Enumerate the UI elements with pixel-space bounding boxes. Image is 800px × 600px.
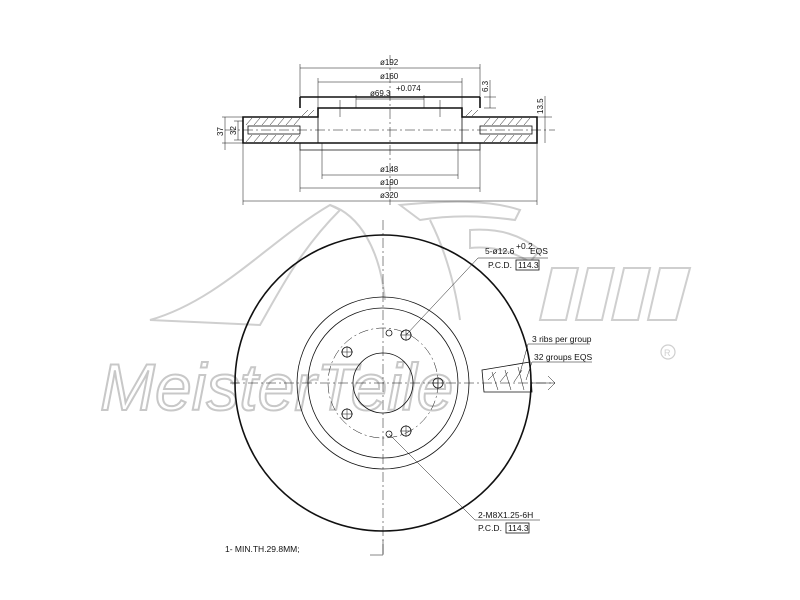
pcd-value-box [515,259,540,271]
vent-channel-right [479,125,533,135]
dim-6-3: 6.3 [481,80,496,109]
dim-69-3: ø69.3 +0.074 [355,84,425,108]
bolt-hole [341,408,353,420]
leader-bolt-holes [405,257,548,336]
hat-walls [299,117,481,151]
svg-text:ø148: ø148 [380,165,399,174]
callout-ribs: 3 ribs per group [532,334,592,344]
callout-thread: 2-M8X1.25-6H P.C.D. 114.3 [478,510,533,534]
registered-mark: R [664,348,671,358]
min-thickness-note: 1- MIN.TH.29.8MM; [225,544,300,554]
svg-text:114.3: 114.3 [518,260,539,270]
svg-text:+0.074: +0.074 [396,84,421,93]
bolt-hole [341,346,353,358]
svg-text:32: 32 [229,126,238,135]
threaded-hole [385,329,393,337]
dim-320: ø320 [242,143,538,205]
svg-text:ø69.3: ø69.3 [370,89,391,98]
registered-mark-circle [660,344,676,360]
leader-ribs [519,343,590,374]
section-hatching [245,109,531,143]
vent-channel-left [247,125,301,135]
rib-arrow [530,375,556,391]
watermark: MeisterTeile R [99,200,692,425]
hat-outline [299,96,481,108]
hat-outer-edge [307,307,459,459]
svg-text:ø320: ø320 [380,191,399,200]
dim-160: ø160 [317,72,463,108]
dim-148: ø148 [321,143,459,179]
dim-37: 37 [216,116,243,150]
threaded-holes [385,329,393,438]
svg-text:ø160: ø160 [380,72,399,81]
dim-192: ø192 [299,58,481,97]
braking-ring-inner-edge [296,296,470,470]
callout-groups: 32 groups EQS [534,352,592,362]
front-view: 5-ø12.6 +0.2 EQS P.C.D. 114.3 3 ribs per… [225,220,592,556]
svg-text:ø190: ø190 [380,178,399,187]
svg-text:2-M8X1.25-6H: 2-M8X1.25-6H [478,510,533,520]
svg-text:114.3: 114.3 [508,523,529,533]
bolt-holes [341,329,444,437]
leader-thread [388,433,540,521]
threaded-hole [385,430,393,438]
svg-text:6.3: 6.3 [481,80,490,92]
leader-groups [525,361,592,381]
svg-text:EQS: EQS [530,246,548,256]
section-view: ø192 ø160 ø69.3 +0.074 6.3 13.5 [216,55,555,205]
svg-text:5-ø12.6: 5-ø12.6 [485,246,515,256]
leader-note [370,540,384,556]
watermark-brand: MeisterTeile [100,350,453,424]
bolt-hole [432,377,444,389]
callout-bolt-holes: 5-ø12.6 +0.2 EQS P.C.D. 114.3 [485,241,548,271]
svg-text:37: 37 [216,127,225,136]
rib-group-detail [481,361,533,393]
watermark-logo-shape [149,200,692,327]
center-bore [352,352,414,414]
dim-32: 32 [229,120,243,141]
bolt-hole [400,425,412,437]
svg-text:ø192: ø192 [380,58,399,67]
svg-text:+0.2: +0.2 [516,241,533,251]
dim-190: ø190 [299,150,481,192]
pcd-value-box [505,522,530,534]
svg-text:P.C.D.: P.C.D. [488,260,512,270]
dim-13-5: 13.5 [536,96,552,143]
svg-text:P.C.D.: P.C.D. [478,523,502,533]
bolt-hole-lines [339,100,441,117]
svg-text:13.5: 13.5 [536,98,545,114]
